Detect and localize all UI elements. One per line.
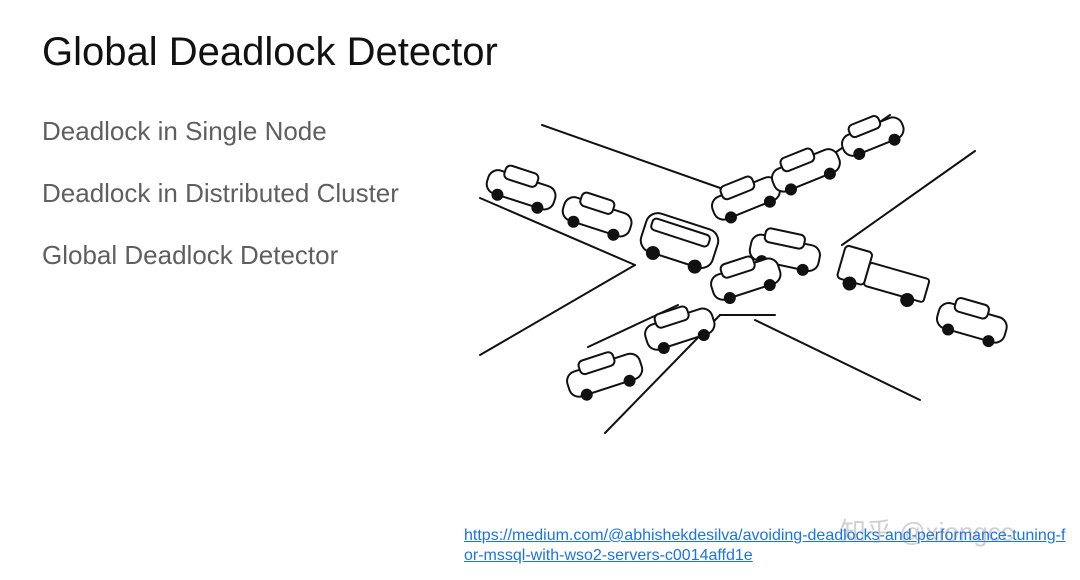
slide-title: Global Deadlock Detector (42, 30, 498, 74)
road-edge (754, 319, 921, 401)
car (566, 351, 644, 401)
car (485, 164, 557, 214)
bullet-item: Deadlock in Distributed Cluster (42, 178, 399, 208)
van (639, 212, 720, 274)
road-edge (541, 124, 741, 196)
car (935, 297, 1008, 348)
road-edge (479, 264, 636, 356)
bullet-list: Deadlock in Single Node Deadlock in Dist… (42, 115, 399, 301)
car (561, 191, 633, 241)
traffic-deadlock-illustration (479, 114, 1008, 434)
car (771, 147, 841, 196)
bullet-item: Deadlock in Single Node (42, 116, 327, 146)
car (841, 115, 905, 160)
road-edge (479, 197, 636, 266)
source-link[interactable]: https://medium.com/@abhishekdesilva/avoi… (464, 527, 1066, 564)
watermark: 知乎 @xiongcc (840, 517, 1014, 547)
truck (836, 244, 931, 308)
car (710, 255, 782, 305)
road-edge (841, 150, 976, 246)
bullet-item: Global Deadlock Detector (42, 240, 339, 270)
car (644, 305, 716, 355)
